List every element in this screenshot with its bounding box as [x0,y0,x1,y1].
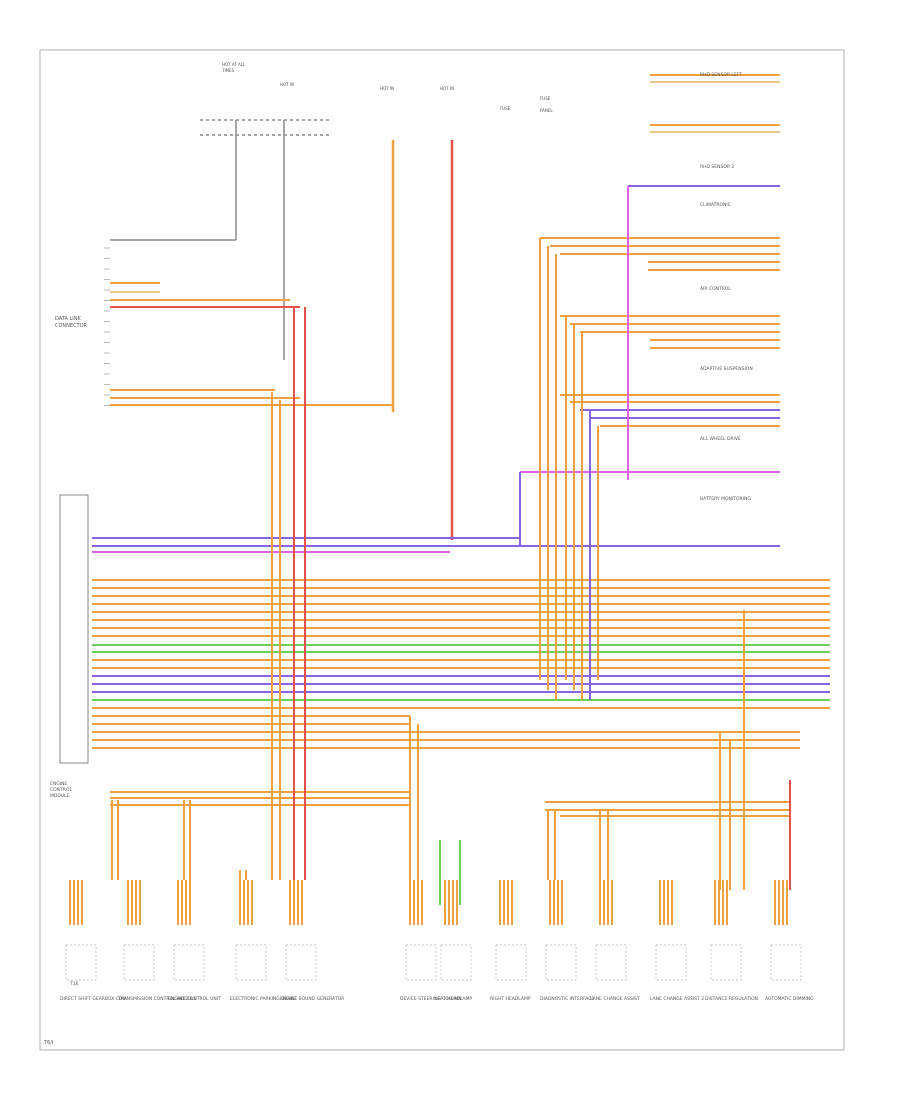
connector-block [405,880,437,981]
svg-text:FUSE: FUSE [500,106,511,111]
svg-text:CONTROL: CONTROL [50,787,72,793]
right-component-label: BATTERY MONITORING [700,496,751,502]
bottom-component-label: DIAGNOSTIC INTERFACE [540,996,594,1002]
bottom-component-label: RIGHT HEADLAMP [490,996,531,1002]
connector-block [285,880,317,981]
bottom-component-label: LANE CHANGE ASSIST [590,996,640,1002]
connector-block [65,880,97,981]
right-component-labels: RHD SENSOR LEFT RHD SENSOR 2 CLIMATRONIC AI… [700,72,753,502]
connector-block [440,880,472,981]
fuse-wires-top [391,140,454,540]
vertical-risers [111,186,791,905]
svg-text:TIMES: TIMES [221,68,235,73]
svg-text:DATA LINK: DATA LINK [55,316,81,322]
bottom-component-label: LANE CHANGE ASSIST 2 [650,996,704,1002]
bottom-component-label: AUTOMATIC DIMMING [765,996,814,1002]
bottom-connector-blocks [65,880,802,981]
connector-block [710,880,742,981]
svg-text:MODULE: MODULE [50,793,70,799]
right-component-label: ADAPTIVE SUSPENSION [700,366,753,372]
engine-control-module: ENGINE CONTROL MODULE [50,494,89,799]
svg-text:HOT IN: HOT IN [380,86,394,91]
svg-text:PANEL: PANEL [540,108,553,113]
right-component-label: ALL WHEEL DRIVE [700,436,741,442]
svg-text:FUSE: FUSE [540,96,551,101]
connector-block [595,880,627,981]
svg-text:ENGINE: ENGINE [50,781,67,787]
right-component-label: AIR CONTROL [700,286,731,292]
connector-block [235,880,267,981]
connector-block [123,880,155,981]
bottom-left-code: T16 [69,981,79,987]
bottom-component-label: ELECTRONIC PARKING BRAKE [230,996,296,1002]
bottom-component-label: DISTANCE REGULATION [705,996,758,1002]
bottom-component-label: TRANSMISSION CONTROL MODULE [117,996,197,1002]
svg-text:HOT AT ALL: HOT AT ALL [222,62,246,67]
connector-block [545,880,577,981]
connector-block [655,880,687,981]
fuse-block-top [110,119,330,360]
svg-text:CONNECTOR: CONNECTOR [55,323,88,329]
bottom-component-label: LEFT HEADLAMP [435,996,472,1002]
connector-block [495,880,527,981]
bottom-component-label: DIRECT SHIFT GEARBOX CON [60,996,126,1002]
diagram-frame [39,49,845,1051]
bottom-component-label: ENGINE CONTROL UNIT [168,996,221,1002]
data-link-connector: DATA LINK CONNECTOR [55,247,110,406]
right-component-label: RHD SENSOR 2 [700,164,734,170]
connector-block [770,880,802,981]
right-connector-stubs [520,74,780,473]
right-component-label: CLIMATRONIC [700,202,731,208]
bottom-component-label: ENGINE SOUND GENERATOR [280,996,344,1002]
svg-text:HOT IN: HOT IN [440,86,454,91]
bottom-component-label: DEVICE STEERING COLUMN [400,996,462,1002]
connector-block [173,880,205,981]
svg-text:HOT IN: HOT IN [280,82,294,87]
right-component-label: RHD SENSOR LEFT [700,72,742,78]
footer-ref: T6/I [43,1040,53,1046]
